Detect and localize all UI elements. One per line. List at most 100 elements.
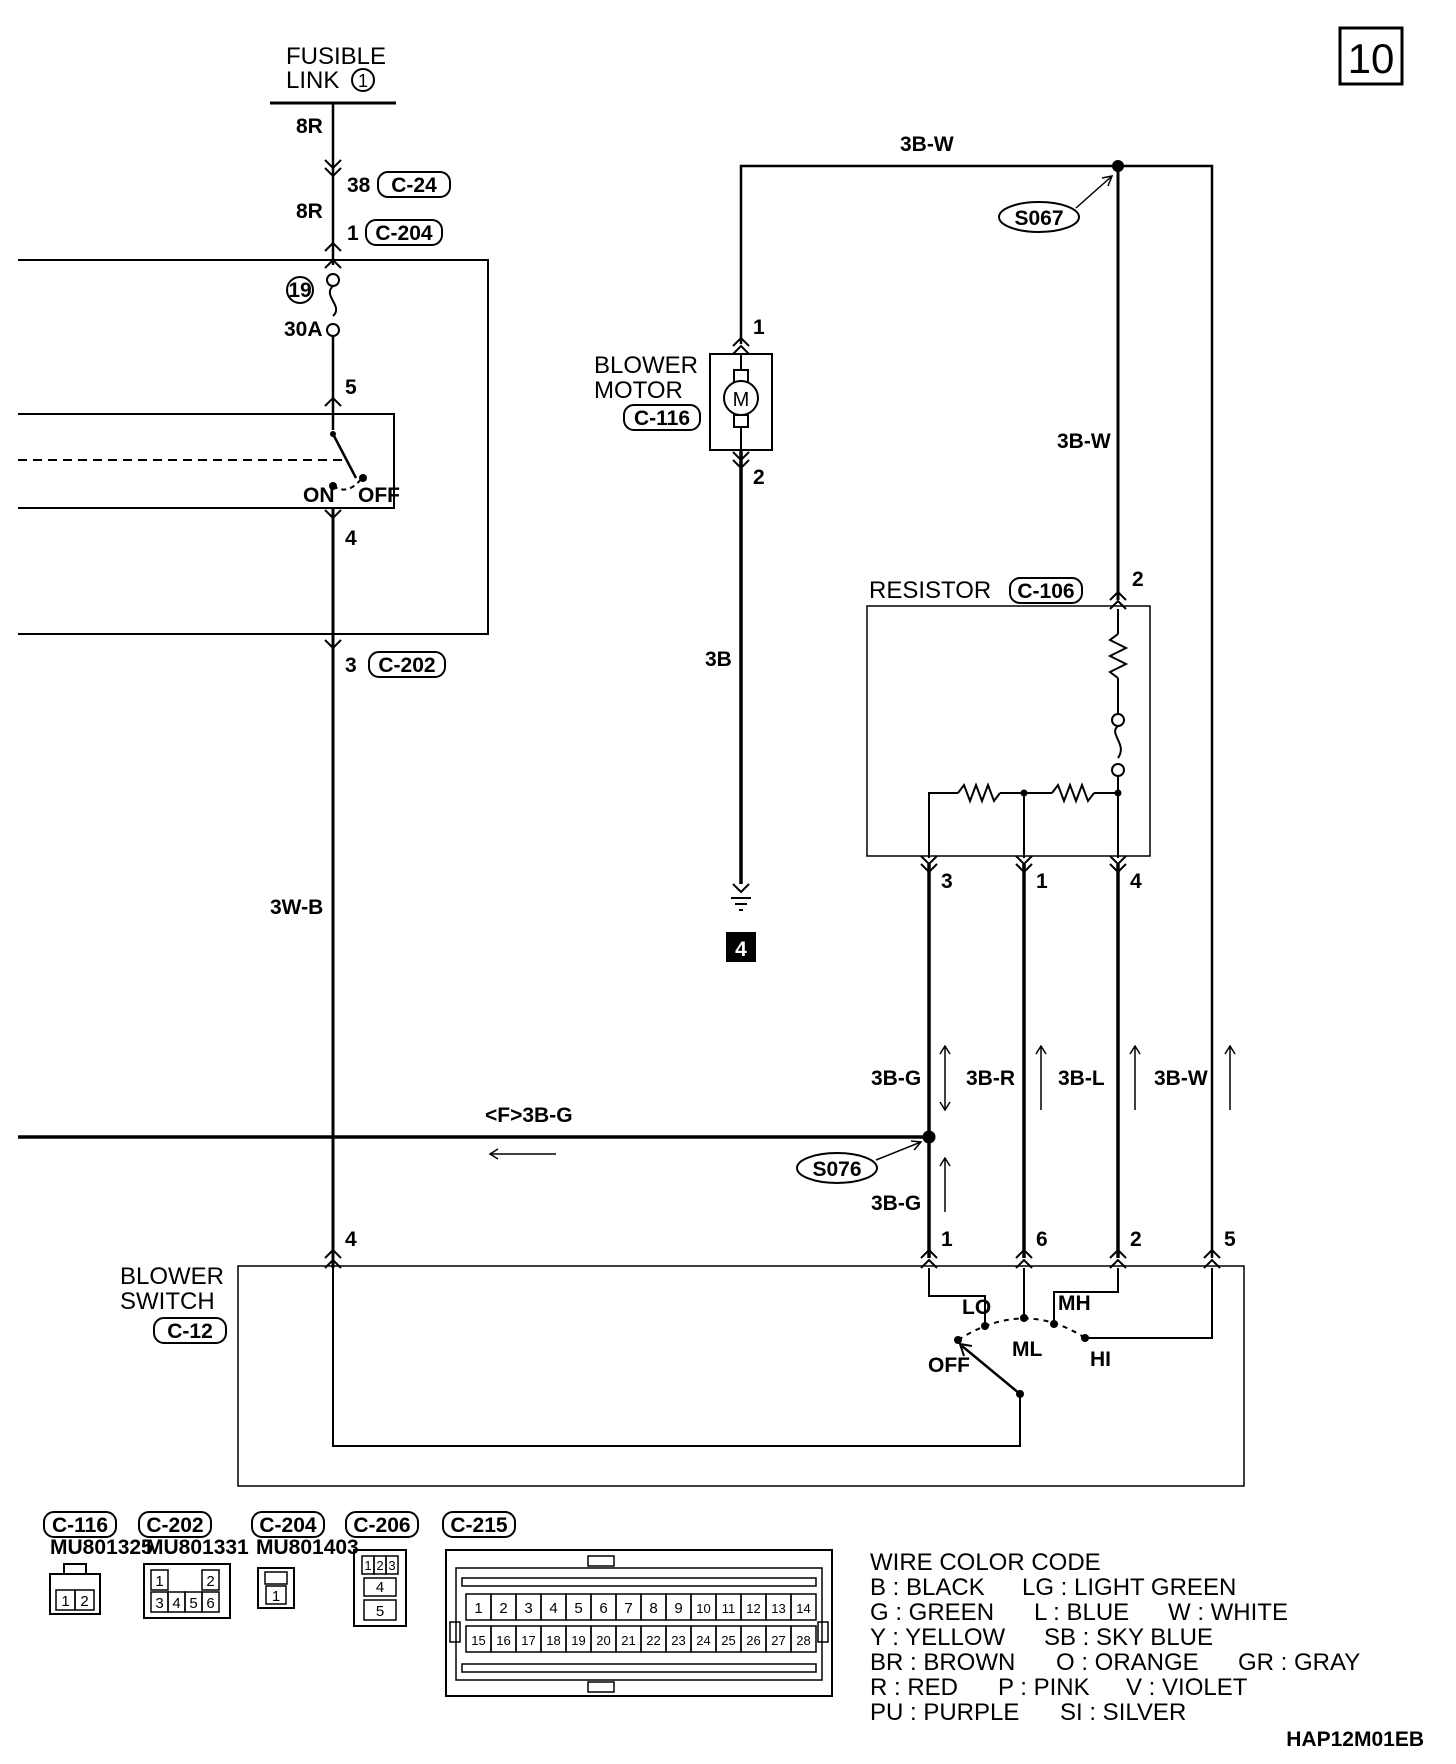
connector-view-c202-cell-2 [201,1569,220,1591]
connector-bs-2-chevron [1109,1248,1127,1259]
connector-view-c215-pin: 20 [596,1633,610,1648]
connector-res-2-chevron-2 [1109,599,1127,610]
splice-s067-oval [998,201,1080,233]
splice-s067: S067 [1014,207,1063,230]
connector-view-c215-key-bottom [587,1681,615,1693]
blower-switch-blade [961,1345,1021,1395]
color-code-r3-c1: O : ORANGE [1056,1649,1199,1676]
blower-switch-off: OFF [928,1354,970,1377]
splice-s076: S076 [812,1158,861,1181]
connector-view-c202-pin-4: 4 [172,1595,180,1612]
ignition-switch-blade [331,433,358,479]
resistor-box [866,605,1151,857]
ignition-switch-off: OFF [358,484,400,507]
blower-switch-common [332,1268,1021,1447]
resistor-label: RESISTOR [869,577,991,604]
wire-label-f-3b-g: <F>3B-G [485,1104,573,1127]
connector-view-c215-pin: 10 [696,1601,710,1616]
current-arrow-g-down [939,1101,951,1112]
blower-switch-lo-wire [928,1268,986,1330]
connector-view-c116-label: C-116 [52,1514,108,1537]
junction-block-outline [18,259,489,635]
current-arrow-feed-head [488,1148,499,1160]
connector-view-c204-tag [251,1511,325,1538]
wire-3b-w-top [739,164,1214,1258]
connector-view-c204: C-204 MU801403 1 [251,1511,359,1609]
connector-view-c215-pin: 8 [649,1600,657,1617]
wire-label-3b-g-lower: 3B-G [871,1192,921,1215]
connector-motor-1-chevron-2 [732,344,750,355]
connector-view-c206-cell-3 [385,1555,399,1575]
pin-c204: 1 [347,222,359,245]
pin-res-3: 3 [941,870,953,893]
color-code-r3-c0: BR : BROWN [870,1649,1015,1676]
wire-label-8r-2: 8R [296,200,323,223]
connector-view-c215-pin: 15 [471,1633,485,1648]
connector-bs-1-chevron-2 [920,1258,938,1269]
blower-switch-hi-wire [1085,1268,1213,1339]
blower-switch-off-contact [954,1336,962,1344]
connector-view-c116-body [49,1573,101,1615]
ground-chevron [732,883,750,894]
connector-view-c215-pin: 27 [771,1633,785,1648]
color-code-r4-c2: V : VIOLET [1126,1674,1248,1701]
fusible-link-label-2: LINK [286,67,339,94]
connector-view-c215-pin: 9 [674,1600,682,1617]
connector-view-c202-pin-6: 6 [206,1595,214,1612]
pin-res-1: 1 [1036,870,1048,893]
pin-bs-4: 4 [345,1228,357,1251]
pin-sw-in: 5 [345,376,357,399]
connector-bs-4-chevron-2 [324,1258,342,1269]
color-code-r1-c0: G : GREEN [870,1599,994,1626]
resistor-connector: C-106 [1017,580,1074,603]
thermal-fuse-bottom [1111,763,1125,777]
wire-label-3w-b: 3W-B [270,896,323,919]
current-arrow-g-lower-head [939,1156,951,1167]
ignition-switch-on: ON [303,484,335,507]
blower-switch-mh: MH [1058,1292,1091,1315]
blower-motor-label-1: BLOWER [594,352,698,379]
blower-switch-box [237,1265,1245,1487]
connector-view-c202-cell-6 [201,1591,220,1613]
connector-view-c215-pin: 1 [474,1600,482,1617]
wire-color-code-title: WIRE COLOR CODE [870,1549,1101,1576]
page-number: 10 [1348,35,1395,82]
connector-view-c202-tag [138,1511,212,1538]
splice-s067-leader-head [1101,174,1114,187]
connector-view-c206-tag [345,1511,419,1538]
pin-bs-5: 5 [1224,1228,1236,1251]
connector-view-c206-pin-5: 5 [376,1603,384,1620]
resistor-connector-box [1009,577,1083,604]
connector-view-c215-pin: 7 [624,1600,632,1617]
blower-switch-arc [957,1317,1086,1341]
connector-sw-in-chevron [324,396,342,407]
connector-bs-5-chevron [1203,1248,1221,1259]
wire-label-3b-w-right: 3B-W [1057,430,1111,453]
resistor-bottom-bus [928,792,958,858]
connector-view-c206-body [353,1549,407,1627]
connector-fuse-chevron [324,258,342,269]
connector-view-c206-pin-1: 1 [364,1558,371,1573]
blower-switch-blade-tip [958,1342,973,1357]
blower-motor-label-2: MOTOR [594,377,683,404]
color-code-r0-c0: B : BLACK [870,1574,985,1601]
pin-c202: 3 [345,654,357,677]
connector-view-c215-pin: 21 [621,1633,635,1648]
connector-view-c215-pin: 17 [521,1633,535,1648]
fuse-element [328,285,338,317]
connector-view-c215-pin: 13 [771,1601,785,1616]
pin-c24: 38 [347,174,371,197]
connector-bs-1-chevron [920,1248,938,1259]
connector-c204-label: C-204 [375,222,433,245]
connector-view-c215-pin: 25 [721,1633,735,1648]
connector-view-c215-pin: 14 [796,1601,810,1616]
connector-view-c215-pin: 5 [574,1600,582,1617]
blower-switch-label-1: BLOWER [120,1263,224,1290]
connector-view-c215-pin: 3 [524,1600,532,1617]
connector-view-c215-cell [790,1593,817,1621]
ignition-switch-off-contact [359,474,367,482]
blower-switch-label-2: SWITCH [120,1288,215,1315]
resistor-r3 [1051,782,1095,804]
